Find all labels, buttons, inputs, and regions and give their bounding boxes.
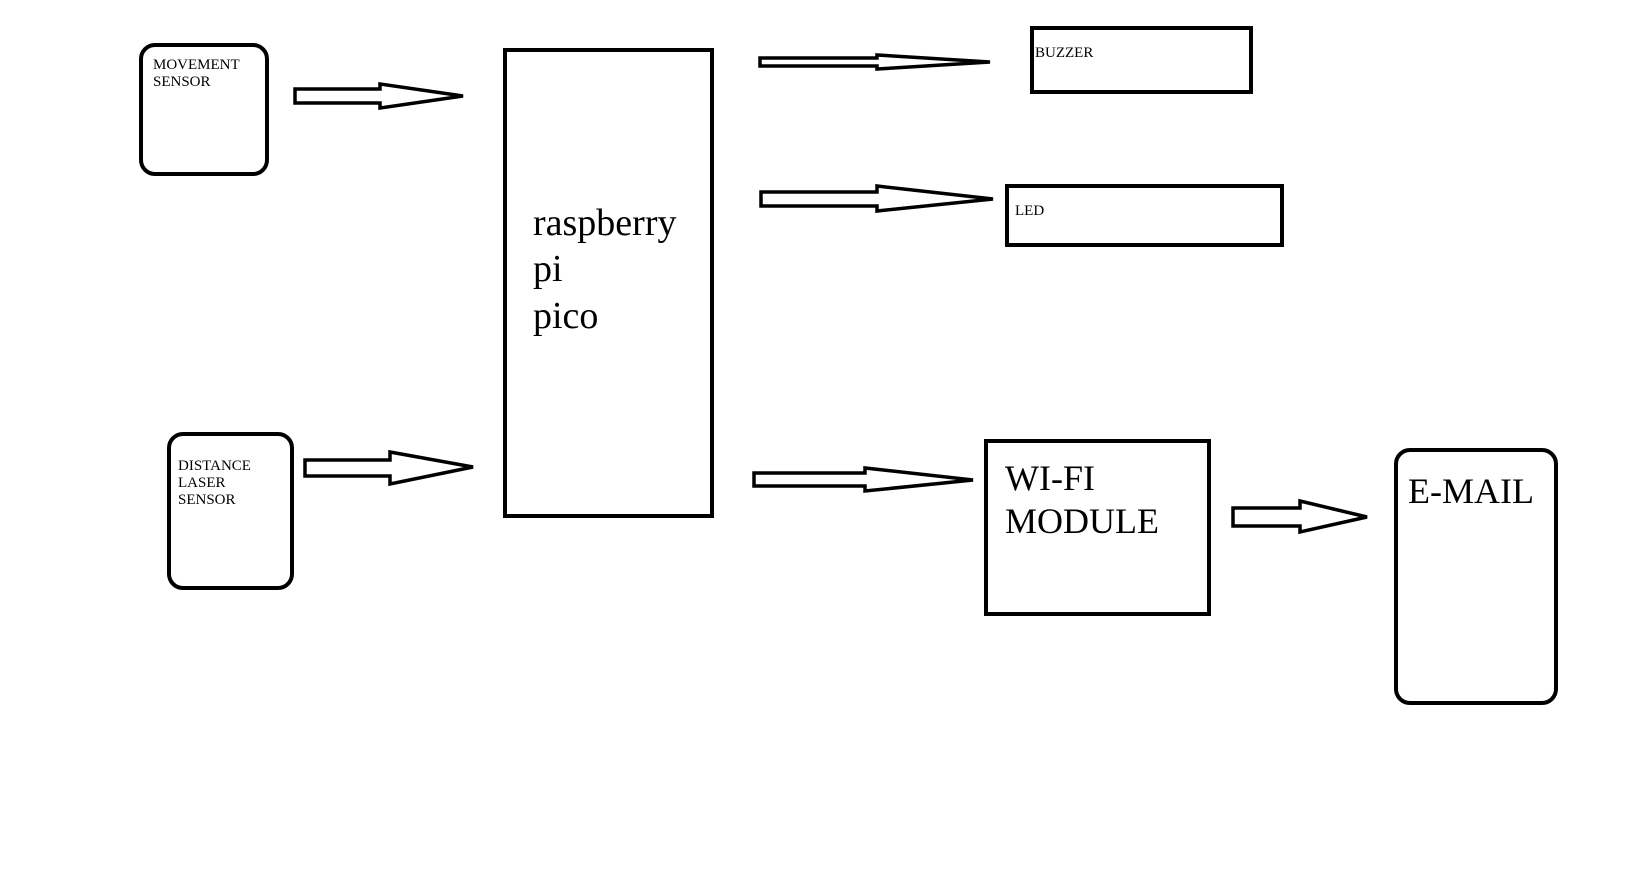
led-box: LED xyxy=(1005,184,1284,247)
buzzer-label: BUZZER xyxy=(1035,45,1094,61)
movement-sensor-label: MOVEMENT SENSOR xyxy=(153,57,240,90)
email-box: E-MAIL xyxy=(1394,448,1558,705)
arrow-pico-to-led xyxy=(759,184,994,213)
arrow-distance-to-pico xyxy=(303,449,474,487)
arrow-pico-to-wifi xyxy=(752,466,974,493)
raspberry-pi-pico-label: raspberry pi pico xyxy=(533,202,677,337)
raspberry-pi-pico-box: raspberry pi pico xyxy=(503,48,714,518)
buzzer-box: BUZZER xyxy=(1030,26,1253,94)
distance-laser-sensor-label: DISTANCE LASER SENSOR xyxy=(178,458,251,508)
movement-sensor-box: MOVEMENT SENSOR xyxy=(139,43,269,176)
wifi-module-box: WI-FI MODULE xyxy=(984,439,1211,616)
distance-laser-sensor-box: DISTANCE LASER SENSOR xyxy=(167,432,294,590)
arrow-pico-to-buzzer xyxy=(758,53,991,71)
arrow-wifi-to-email xyxy=(1231,498,1368,535)
led-label: LED xyxy=(1015,203,1045,219)
wifi-module-label: WI-FI MODULE xyxy=(1005,458,1159,542)
email-label: E-MAIL xyxy=(1408,471,1534,511)
arrow-movement-to-pico xyxy=(293,81,464,111)
